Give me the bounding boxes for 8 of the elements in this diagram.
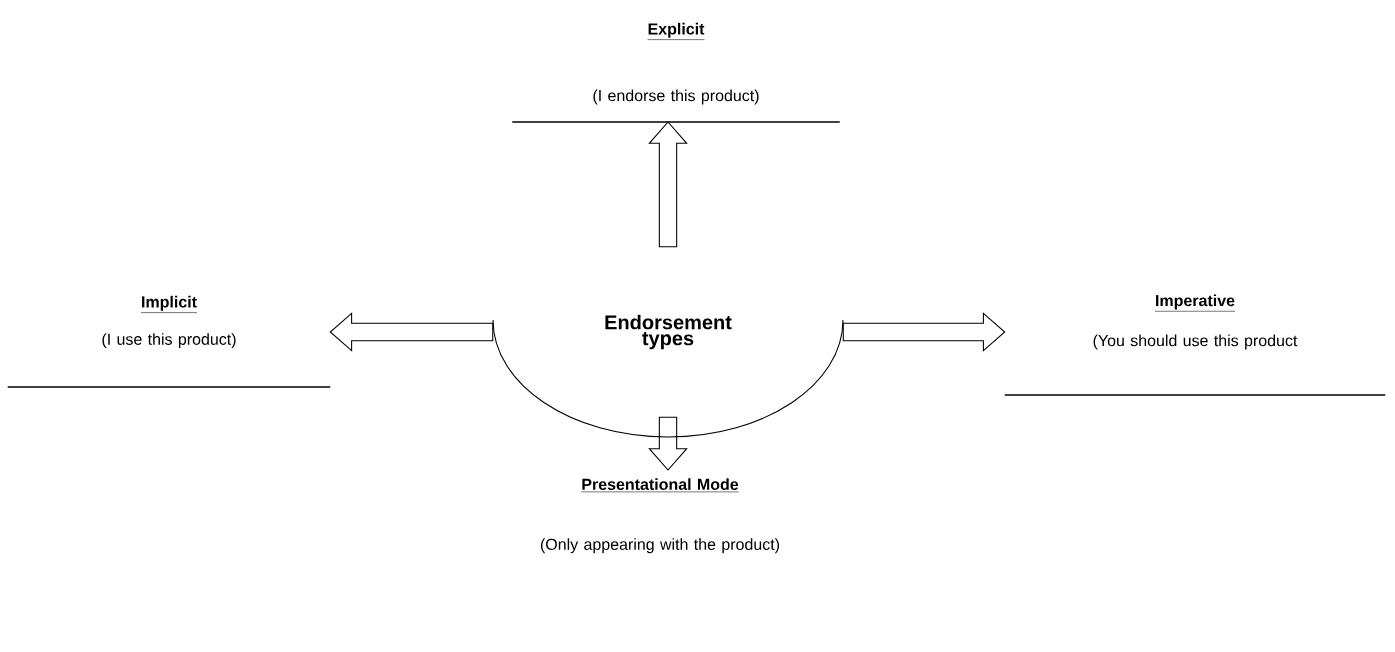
category-label: Explicit (I endorse this product)	[511, 22, 841, 123]
block-arrow	[648, 121, 688, 248]
block-arrow	[329, 312, 494, 352]
category-label: Presentational Mode (Only appearing with the product)	[540, 478, 780, 554]
category-label: Imperative (You should use this product	[1003, 294, 1387, 396]
category-label: Implicit (I use this product)	[6, 295, 332, 388]
block-arrow	[842, 312, 1006, 352]
block-arrow	[648, 416, 688, 471]
